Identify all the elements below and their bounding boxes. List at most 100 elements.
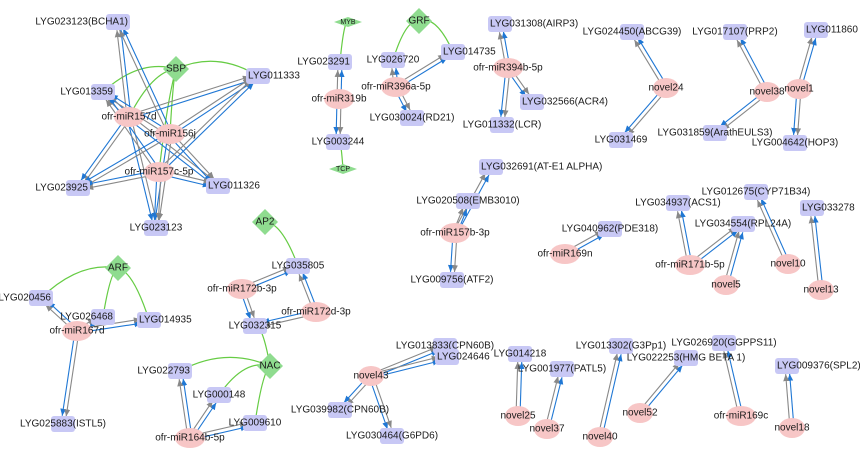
gene-node[interactable]: LYG014735 xyxy=(441,44,496,60)
mirna-node[interactable]: novel13 xyxy=(803,280,839,300)
gene-node[interactable]: LYG031859(ArathEULS3) xyxy=(658,125,773,141)
mirna-node[interactable]: novel24 xyxy=(648,78,684,98)
mirna-label: novel13 xyxy=(803,285,838,296)
edge-m8-g17-blue xyxy=(740,37,770,92)
gene-node[interactable]: LYG026720 xyxy=(367,52,420,68)
gene-node[interactable]: LYG013302(G3Pp1) xyxy=(576,338,666,354)
gene-node[interactable]: LYG035805 xyxy=(272,258,325,274)
mirna-ellipse xyxy=(381,77,411,97)
gene-node[interactable]: LYG026468 xyxy=(60,309,115,325)
mirna-node[interactable]: ofr-miR157c-5p xyxy=(125,162,194,182)
mirna-node[interactable]: ofr-miR169c xyxy=(714,406,768,426)
gene-node[interactable]: LYG000148 xyxy=(193,387,246,403)
mirna-node[interactable]: ofr-miR164b-5p xyxy=(155,428,225,448)
mirna-node[interactable]: ofr-miR157b-3p xyxy=(420,223,490,243)
mirna-node[interactable]: novel52 xyxy=(622,403,658,423)
tf-label: AP2 xyxy=(256,217,275,228)
mirna-ellipse xyxy=(808,280,834,300)
gene-node[interactable]: LYG034937(ACS1) xyxy=(635,195,721,211)
mirna-node[interactable]: ofr-miR394b-5p xyxy=(473,58,543,78)
gene-node[interactable]: LYG014218 xyxy=(494,346,547,362)
gene-node[interactable]: LYG032315 xyxy=(229,318,282,334)
mirna-node[interactable]: novel1 xyxy=(784,79,814,99)
gene-node[interactable]: LYG011860 xyxy=(804,22,858,38)
tf-node[interactable]: MYB xyxy=(334,17,362,27)
gene-box xyxy=(91,84,115,100)
gene-node[interactable]: LYG031469 xyxy=(595,132,648,148)
gene-box xyxy=(609,338,633,354)
gene-box xyxy=(488,16,512,32)
mirna-node[interactable]: novel38 xyxy=(749,82,785,102)
mirna-node[interactable]: novel40 xyxy=(582,427,618,447)
gene-node[interactable]: LYG031308(AIRP3) xyxy=(488,16,578,32)
edge-m2-g3-gray xyxy=(168,78,251,133)
gene-node[interactable]: LYG026920(GGPPS11) xyxy=(671,335,777,351)
gene-node[interactable]: LYG023291 xyxy=(297,54,352,70)
gene-node[interactable]: LYG017107(PRP2) xyxy=(692,24,778,40)
edge-m1-g4-blue xyxy=(80,115,128,181)
mirna-node[interactable]: ofr-miR319b xyxy=(311,89,367,109)
mirna-node[interactable]: novel5 xyxy=(711,275,741,295)
mirna-node[interactable]: novel37 xyxy=(529,419,565,439)
tf-node[interactable]: TCP xyxy=(329,164,357,174)
gene-node[interactable]: LYG032691(AT-E1 ALPHA) xyxy=(479,159,602,175)
gene-node[interactable]: LYG011326 xyxy=(206,178,260,194)
gene-node[interactable]: LYG030464(G6PD6) xyxy=(346,428,438,444)
edge-m15-g27-gray xyxy=(808,216,820,291)
mirna-node[interactable]: ofr-miR157d xyxy=(101,107,157,127)
tf-node[interactable]: NAC xyxy=(257,353,283,379)
gene-node[interactable]: LYG033278 xyxy=(800,200,855,216)
mirna-ellipse xyxy=(324,89,354,109)
tf-node[interactable]: AP2 xyxy=(252,209,278,235)
gene-node[interactable]: LYG004642(HOP3) xyxy=(752,135,839,151)
gene-node[interactable]: LYG022253(HMG BETA 1) xyxy=(627,350,746,366)
gene-node[interactable]: LYG011332(LCR) xyxy=(463,117,542,133)
mirna-node[interactable]: novel25 xyxy=(500,406,536,426)
gene-node[interactable]: LYG024450(ABCG39) xyxy=(583,24,682,40)
gene-node[interactable]: LYG023123 xyxy=(130,220,183,236)
gene-node[interactable]: LYG001977(PATL5) xyxy=(518,361,606,377)
gene-node[interactable]: LYG003244 xyxy=(312,134,365,150)
gene-label: LYG020456 xyxy=(0,293,51,304)
gene-node[interactable]: LYG024646 xyxy=(435,349,490,365)
mirna-node[interactable]: ofr-miR172d-3p xyxy=(281,302,351,322)
gene-node[interactable]: LYG013359 xyxy=(60,84,115,100)
mirna-node[interactable]: novel10 xyxy=(770,254,806,274)
gene-node[interactable]: LYG032566(ACR4) xyxy=(520,94,608,110)
gene-node[interactable]: LYG030024(RD21) xyxy=(370,110,455,126)
mirna-label: ofr-miR156j xyxy=(144,129,196,140)
gene-node[interactable]: LYG034554(RPL24A) xyxy=(695,216,792,232)
mirna-node[interactable]: ofr-miR169n xyxy=(537,244,593,264)
gene-node[interactable]: LYG012675(CYP71B34) xyxy=(702,184,811,200)
gene-node[interactable]: LYG011333 xyxy=(246,68,300,84)
gene-node[interactable]: LYG009376(SPL2) xyxy=(775,358,860,374)
gene-node[interactable]: LYG014935 xyxy=(137,312,192,328)
gene-node[interactable]: LYG020508(EMB3010) xyxy=(416,193,520,209)
tf-node[interactable]: ARF xyxy=(105,255,131,281)
gene-node[interactable]: LYG020456 xyxy=(0,290,53,306)
edge-m1-g6-blue xyxy=(126,117,154,221)
gene-node[interactable]: LYG039982(CPN60B) xyxy=(291,402,389,418)
gene-node[interactable]: LYG009610 xyxy=(229,415,282,431)
gene-node[interactable]: LYG022793 xyxy=(137,363,192,379)
tf-node[interactable]: SBP xyxy=(163,56,189,82)
mirna-node[interactable]: novel18 xyxy=(774,418,810,438)
gene-box xyxy=(246,68,270,84)
mirna-node[interactable]: ofr-miR167d xyxy=(49,321,105,341)
edge-m1-g1-gray xyxy=(114,30,128,118)
edge-m25-g46-blue xyxy=(726,350,744,416)
node-layer: LYG023123(BCHA1)LYG013359LYG011333LYG023… xyxy=(0,8,860,448)
mirna-node[interactable]: ofr-miR396a-5p xyxy=(361,77,431,97)
gene-node[interactable]: LYG009756(ATF2) xyxy=(410,272,494,288)
gene-node[interactable]: LYG025883(ISTL5) xyxy=(20,416,106,432)
mirna-node[interactable]: novel43 xyxy=(353,366,389,386)
mirna-node[interactable]: ofr-miR156j xyxy=(144,124,196,144)
gene-label: LYG032315 xyxy=(229,321,282,332)
gene-node[interactable]: LYG023123(BCHA1) xyxy=(35,14,130,30)
gene-node[interactable]: LYG023925 xyxy=(35,180,90,196)
gene-node[interactable]: LYG040962(PDE318) xyxy=(562,221,659,237)
tf-node[interactable]: GRF xyxy=(406,8,432,34)
gene-box xyxy=(328,54,352,70)
mirna-node[interactable]: ofr-miR172b-3p xyxy=(207,279,277,299)
mirna-node[interactable]: ofr-miR171b-5p xyxy=(655,255,725,275)
